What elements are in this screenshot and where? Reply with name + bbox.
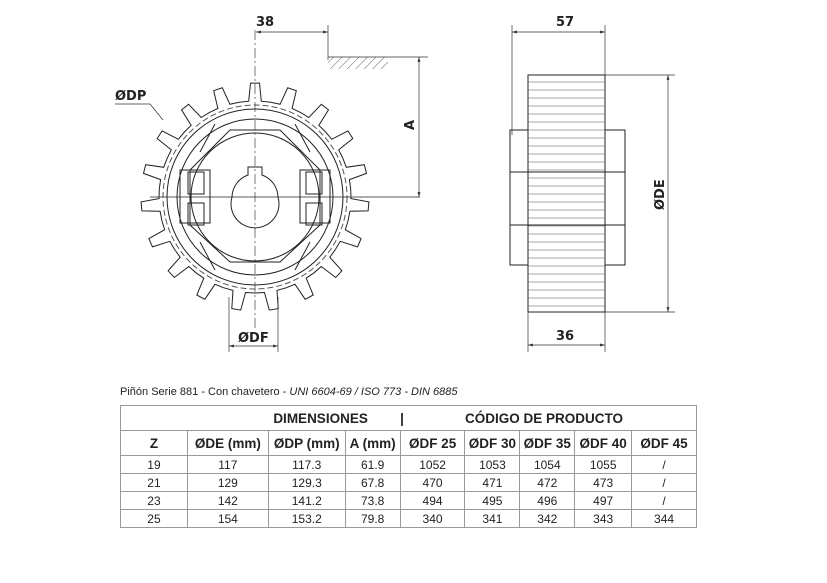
- table-cell: 472: [519, 473, 576, 492]
- column-header: ØDP (mm): [267, 430, 346, 456]
- sprocket-teeth: [140, 82, 370, 311]
- table-cell: /: [631, 473, 697, 492]
- table-cell: 1052: [399, 455, 466, 474]
- table-cell: 23: [120, 491, 188, 510]
- group-dimensions: DIMENSIONES: [120, 405, 401, 431]
- table-cell: 21: [120, 473, 188, 492]
- group-header-row: DIMENSIONES | CÓDIGO DE PRODUCTO: [120, 405, 697, 431]
- sprocket-technical-drawing: 38 57 36 ØDP ØDF A ØDE: [115, 15, 675, 352]
- table-cell: 1054: [519, 455, 576, 474]
- table-cell: 142: [186, 491, 269, 510]
- column-header: ØDF 35: [519, 430, 576, 456]
- table-cell: 340: [399, 509, 466, 528]
- table-cell: 495: [464, 491, 521, 510]
- table-cell: 1053: [464, 455, 521, 474]
- dim-38-label: 38: [256, 15, 274, 30]
- table-cell: 61.9: [344, 455, 401, 474]
- table-cell: 117: [186, 455, 269, 474]
- table-cell: 153.2: [267, 509, 346, 528]
- table-cell: 341: [464, 509, 521, 528]
- table-cell: 25: [120, 509, 188, 528]
- table-cell: 79.8: [344, 509, 401, 528]
- table-cell: 344: [631, 509, 697, 528]
- group-separator: |: [400, 405, 465, 431]
- table-cell: 473: [574, 473, 633, 492]
- table-cell: 342: [519, 509, 576, 528]
- table-cell: 141.2: [267, 491, 346, 510]
- a-label: A: [403, 120, 418, 130]
- de-label: ØDE: [653, 179, 668, 210]
- dim-36-label: 36: [556, 329, 574, 344]
- table-cell: 67.8: [344, 473, 401, 492]
- table-cell: 19: [120, 455, 188, 474]
- table-cell: 494: [399, 491, 466, 510]
- table-cell: 117.3: [267, 455, 346, 474]
- sprocket-side-view: [509, 74, 626, 313]
- table-caption: Piñón Serie 881 - Con chavetero - UNI 66…: [120, 386, 458, 398]
- table-cell: 73.8: [344, 491, 401, 510]
- table-cell: 470: [399, 473, 466, 492]
- column-header: A (mm): [344, 430, 401, 456]
- dp-label: ØDP: [115, 89, 146, 104]
- table-cell: 471: [464, 473, 521, 492]
- caption-text: Piñón Serie 881 - Con chavetero -: [120, 386, 290, 398]
- table-cell: 1055: [574, 455, 633, 474]
- sprocket-front-view: [140, 30, 420, 330]
- caption-standards: UNI 6604-69 / ISO 773 - DIN 6885: [289, 386, 458, 398]
- df-label: ØDF: [238, 331, 269, 346]
- table-cell: 129.3: [267, 473, 346, 492]
- table-cell: /: [631, 455, 697, 474]
- table-cell: 497: [574, 491, 633, 510]
- table-cell: /: [631, 491, 697, 510]
- column-header: ØDF 45: [631, 430, 697, 456]
- table-cell: 343: [574, 509, 633, 528]
- column-header: ØDE (mm): [186, 430, 269, 456]
- dimension-lines: [115, 25, 675, 352]
- table-cell: 154: [186, 509, 269, 528]
- dim-57-label: 57: [556, 15, 574, 30]
- column-header: ØDF 30: [464, 430, 521, 456]
- group-codes: CÓDIGO DE PRODUCTO: [464, 405, 697, 431]
- table-cell: 496: [519, 491, 576, 510]
- table-cell: 129: [186, 473, 269, 492]
- column-header: Z: [120, 430, 188, 456]
- column-header: ØDF 40: [574, 430, 633, 456]
- column-header: ØDF 25: [399, 430, 466, 456]
